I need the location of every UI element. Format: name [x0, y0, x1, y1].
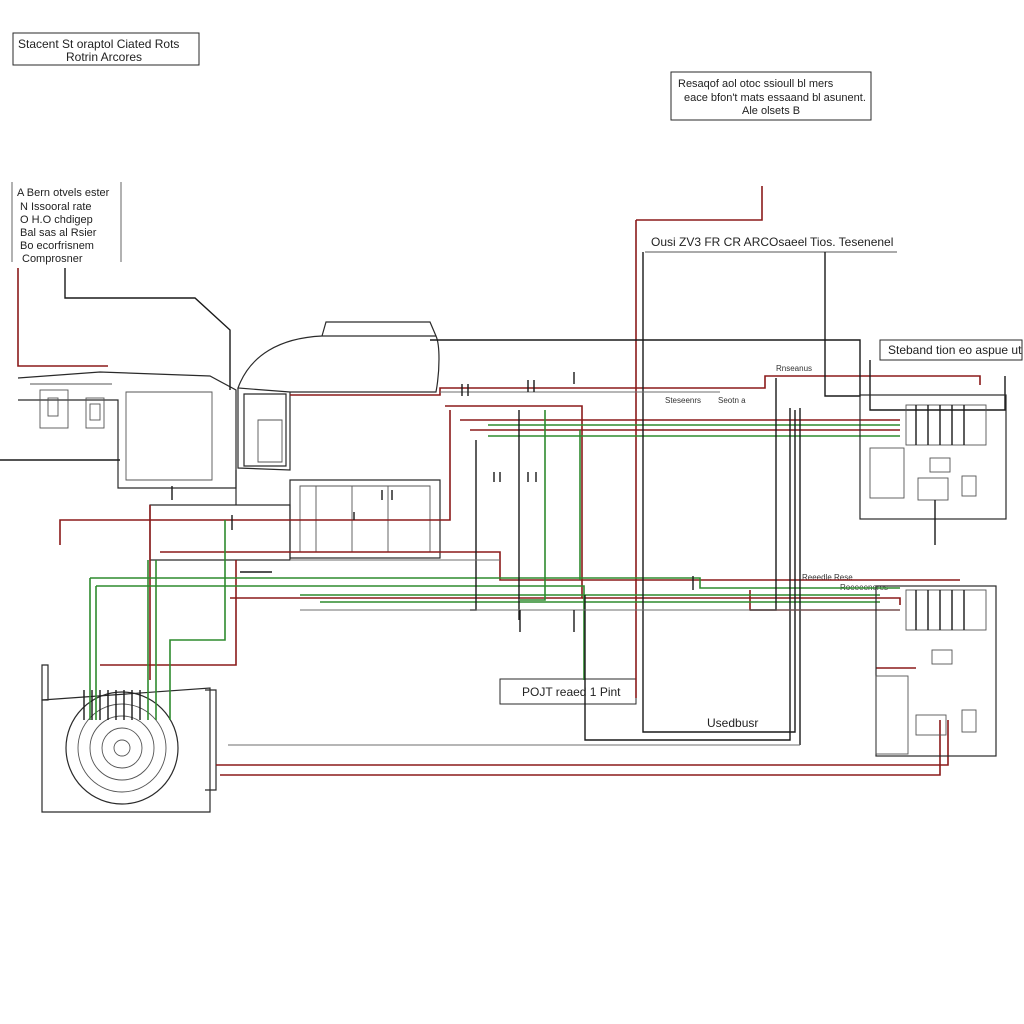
- label-left-line2: N Issooral rate: [20, 201, 92, 213]
- label-left-line6: Comprosner: [22, 253, 83, 265]
- label-top-left-line1: Stacent St oraptol Ciated Rots: [18, 37, 179, 51]
- label-top-right-line1: Resaqof aol otoc ssioull bl mers: [678, 78, 834, 90]
- label-left-line4: Bal sas al Rsier: [20, 227, 97, 239]
- label-small-a: Steseenrs: [665, 396, 701, 405]
- label-top-left: Stacent St oraptol Ciated Rots Rotrin Ar…: [12, 32, 200, 66]
- label-top-right-line2: eace bfon't mats essaand bl asunent.: [684, 92, 866, 104]
- label-center-main: Ousi ZV3 FR CR ARCOsaeel: [651, 235, 807, 249]
- label-center-right: Tios. Tesenenel: [810, 235, 893, 249]
- label-relay: POJT reaed 1 Pint: [499, 678, 637, 705]
- label-small-d: Reeedle Rese: [802, 573, 853, 582]
- wires-green: [89, 410, 900, 720]
- label-right-module-text: Steband tion eo aspue ut: [888, 343, 1022, 357]
- label-top-left-line2: Rotrin Arcores: [66, 50, 142, 64]
- truck-outline: [17, 321, 441, 813]
- label-top-right-line3: Ale olsets B: [742, 105, 800, 117]
- label-left-line5: Bo ecorfrisnem: [20, 240, 94, 252]
- label-top-right: Resaqof aol otoc ssioull bl mers eace bf…: [670, 71, 872, 121]
- label-bottom: Usedbusr: [707, 716, 758, 730]
- label-left: A Bern otvels ester N Issooral rate O H.…: [11, 182, 122, 265]
- wires-red: [17, 186, 981, 776]
- label-relay-text: POJT reaed 1 Pint: [522, 685, 621, 699]
- connector-marks: [171, 372, 694, 632]
- label-small-b: Seotn a: [718, 396, 746, 405]
- right-module-bottom: [875, 585, 997, 757]
- label-small-c: Rnseanus: [776, 364, 812, 373]
- label-right-module: Steband tion eo aspue ut: [879, 339, 1023, 361]
- right-module-top: [859, 394, 1007, 545]
- label-center: Ousi ZV3 FR CR ARCOsaeel Tios. Tesenenel: [645, 235, 897, 253]
- label-left-line3: O H.O chdigep: [20, 214, 93, 226]
- label-left-line1: A Bern otvels ester: [17, 187, 110, 199]
